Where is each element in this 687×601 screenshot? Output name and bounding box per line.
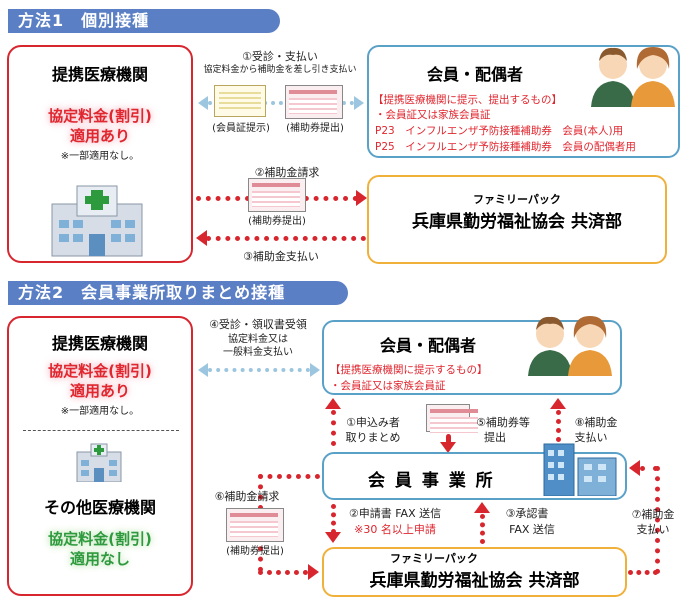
method2-title: 方法2 会員事業所取りまとめ接種 [8,281,348,305]
method1-title: 方法1 個別接種 [8,9,280,33]
flow6-ticket-icon [226,508,284,542]
flow4-sub1: 協定料金又は [228,334,288,345]
m2-flow5-label: ⑤補助券等 [476,416,530,429]
m2-flow1-label: ①申込み者 [346,416,400,429]
m2-flow3-arrow [480,514,485,544]
member2-title: 会員・配偶者 [380,336,477,355]
m2-flow5-label2: 提出 [484,431,506,444]
member-item-3: P25 インフルエンザ予防接種補助券 会員の配偶者用 [375,141,636,153]
method1-member-box: 会員・配偶者 【提携医療機関に提示、提出するもの】 ・会員証又は家族会員証 P2… [367,45,680,158]
kyosai-ruby: ファミリーパック [473,193,561,206]
flow2-label: ②補助金請求 [254,166,320,179]
rate-note: ※一部適用なし。 [60,151,140,162]
flow2-ticket-icon [248,178,306,212]
flow4-arrow [208,368,310,372]
m2-flow7-vertical [655,466,660,574]
office-box: 会 員 事 業 所 [322,452,627,500]
flow3-label: ③補助金支払い [243,250,319,263]
method2-kyosai-box: ファミリーパック 兵庫県勤労福祉協会 共済部 [322,547,627,597]
flow4-label: ④受診・領収書受領 [209,318,307,331]
m2-flow6-top [258,474,320,479]
hospital-title: 提携医療機関 [51,65,148,84]
clinic-icon [75,442,123,483]
kyosai2-name: 兵庫県勤労福祉協会 共済部 [369,571,580,591]
member-card-icon [214,85,266,117]
flow2-ticket-caption: (補助券提出) [248,216,306,227]
m2-flow3-label: ③承認書 [505,507,549,520]
flow2-arrowhead [356,190,367,206]
hospital-icon [47,182,147,258]
rate2-note: ※一部適用なし。 [60,406,140,417]
method1-hospital-box: 提携医療機関 協定料金(割引) 適用あり ※一部適用なし。 [7,45,193,263]
divider [23,430,179,431]
other-title: その他医療機関 [43,498,156,517]
m2-flow8-label: ⑧補助金 [574,416,618,429]
method1-kyosai-box: ファミリーパック 兵庫県勤労福祉協会 共済部 [367,175,667,264]
flow5-ticket-icon [426,404,478,433]
m2-flow2-arrow [331,504,336,534]
hospital2-title: 提携医療機関 [51,334,148,353]
flow4-arrowhead-left [198,363,208,377]
member-item-1: ・会員証又は家族会員証 [375,109,491,121]
flow1-arrowhead-left [198,96,208,110]
flow4-sub2: 一般料金支払い [223,347,293,358]
flow1-card-caption: (会員証提示) [212,123,270,134]
m2-flow7-label2: 支払い [636,523,670,536]
m2-flow2-label: ②申請書 FAX 送信 [348,507,442,520]
member2-item: ・会員証又は家族会員証 [330,380,446,392]
m2-flow8-label2: 支払い [574,431,608,444]
flow1-arrow [208,101,354,105]
method2-member-box: 会員・配偶者 【提携医療機関に提示するもの】 ・会員証又は家族会員証 [322,316,622,395]
m2-flow2-arrowhead [325,532,341,543]
m2-flow1-arrow [331,410,336,446]
m2-flow5-arrow [446,434,451,444]
flow1-label: ①受診・支払い [242,50,318,63]
m2-flow6-bottom [258,570,308,575]
member2-heading: 【提携医療機関に提示するもの】 [330,364,488,376]
m2-flow5-arrowhead [440,442,456,453]
m2-flow8-arrowhead [550,398,566,409]
m2-flow7-top [640,466,658,471]
m2-flow7-bottom [628,570,658,575]
m2-flow3-arrowhead [474,502,490,513]
flow3-arrow [206,236,366,241]
member-title: 会員・配偶者 [427,65,524,84]
other-rate-line1: 協定料金(割引) [48,530,152,548]
m2-flow6-arrowhead [308,564,319,580]
couple-illustration-2 [524,308,616,376]
other-rate-line2: 適用なし [69,550,130,568]
method2-hospital-box: 提携医療機関 協定料金(割引) 適用あり ※一部適用なし。 その他医療機関 協定… [7,316,193,596]
flow1-arrowhead-right [354,96,364,110]
m2-flow7-label: ⑦補助金 [631,508,675,521]
kyosai-name: 兵庫県勤労福祉協会 共済部 [412,212,622,232]
flow1-sub: 協定料金から補助金を差し引き支払い [203,65,357,75]
couple-illustration [587,39,679,107]
kyosai2-ruby: ファミリーパック [390,552,478,565]
member-heading: 【提携医療機関に提示、提出するもの】 [373,94,562,106]
m2-flow6-caption: (補助券提出) [226,546,284,557]
flow1-ticket-caption: (補助券提出) [286,123,344,134]
m2-flow8-arrow [556,410,561,442]
m2-flow1-arrowhead [325,398,341,409]
member-item-2: P23 インフルエンザ予防接種補助券 会員(本人)用 [375,125,624,137]
m2-flow6-label: ⑥補助金請求 [214,490,280,503]
office-name: 会 員 事 業 所 [368,471,495,491]
subsidy-ticket-icon [285,85,343,119]
flow3-arrowhead [196,230,207,246]
office-building-icon [540,440,620,497]
m2-flow7-arrowhead [629,460,640,476]
m2-flow3-label2: FAX 送信 [509,523,555,536]
m2-flow1-label2: 取りまとめ [345,431,401,444]
m2-flow2-note: ※30 名以上申請 [354,523,436,536]
flow4-arrowhead-right [310,363,320,377]
rate-line1: 協定料金(割引) [48,107,152,125]
rate2-line1: 協定料金(割引) [48,362,152,380]
rate-line2: 適用あり [69,127,130,145]
rate2-line2: 適用あり [69,382,130,400]
